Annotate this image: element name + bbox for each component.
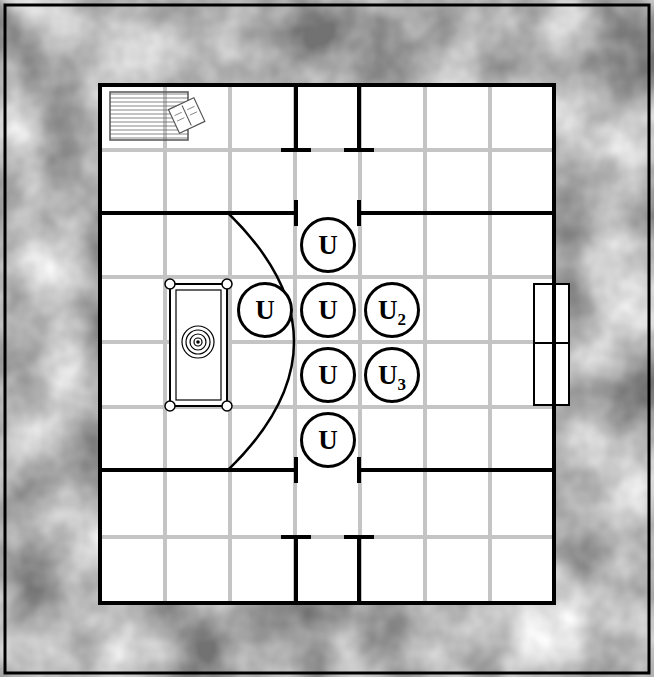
dais-arc — [228, 213, 294, 470]
unit-token: U2 — [364, 282, 420, 338]
unit-token: U — [300, 347, 356, 403]
grid — [100, 85, 554, 603]
unit-token: U — [300, 217, 356, 273]
unit-letter: U — [378, 297, 398, 324]
unit-letter: U — [318, 362, 338, 389]
frame — [5, 5, 649, 673]
unit-letter: U — [318, 427, 338, 454]
unit-letter: U — [255, 297, 275, 324]
bed — [110, 92, 205, 140]
unit-letter: U — [378, 362, 398, 389]
unit-number: 3 — [398, 376, 407, 393]
altar-table — [165, 279, 232, 411]
unit-token: U — [237, 282, 293, 338]
unit-letter: U — [318, 232, 338, 259]
unit-number: 2 — [398, 311, 407, 328]
walls — [100, 85, 554, 603]
unit-token: U — [300, 282, 356, 338]
unit-token: U — [300, 412, 356, 468]
floor — [100, 85, 554, 603]
window — [534, 284, 569, 405]
unit-letter: U — [318, 297, 338, 324]
unit-token: U3 — [364, 347, 420, 403]
